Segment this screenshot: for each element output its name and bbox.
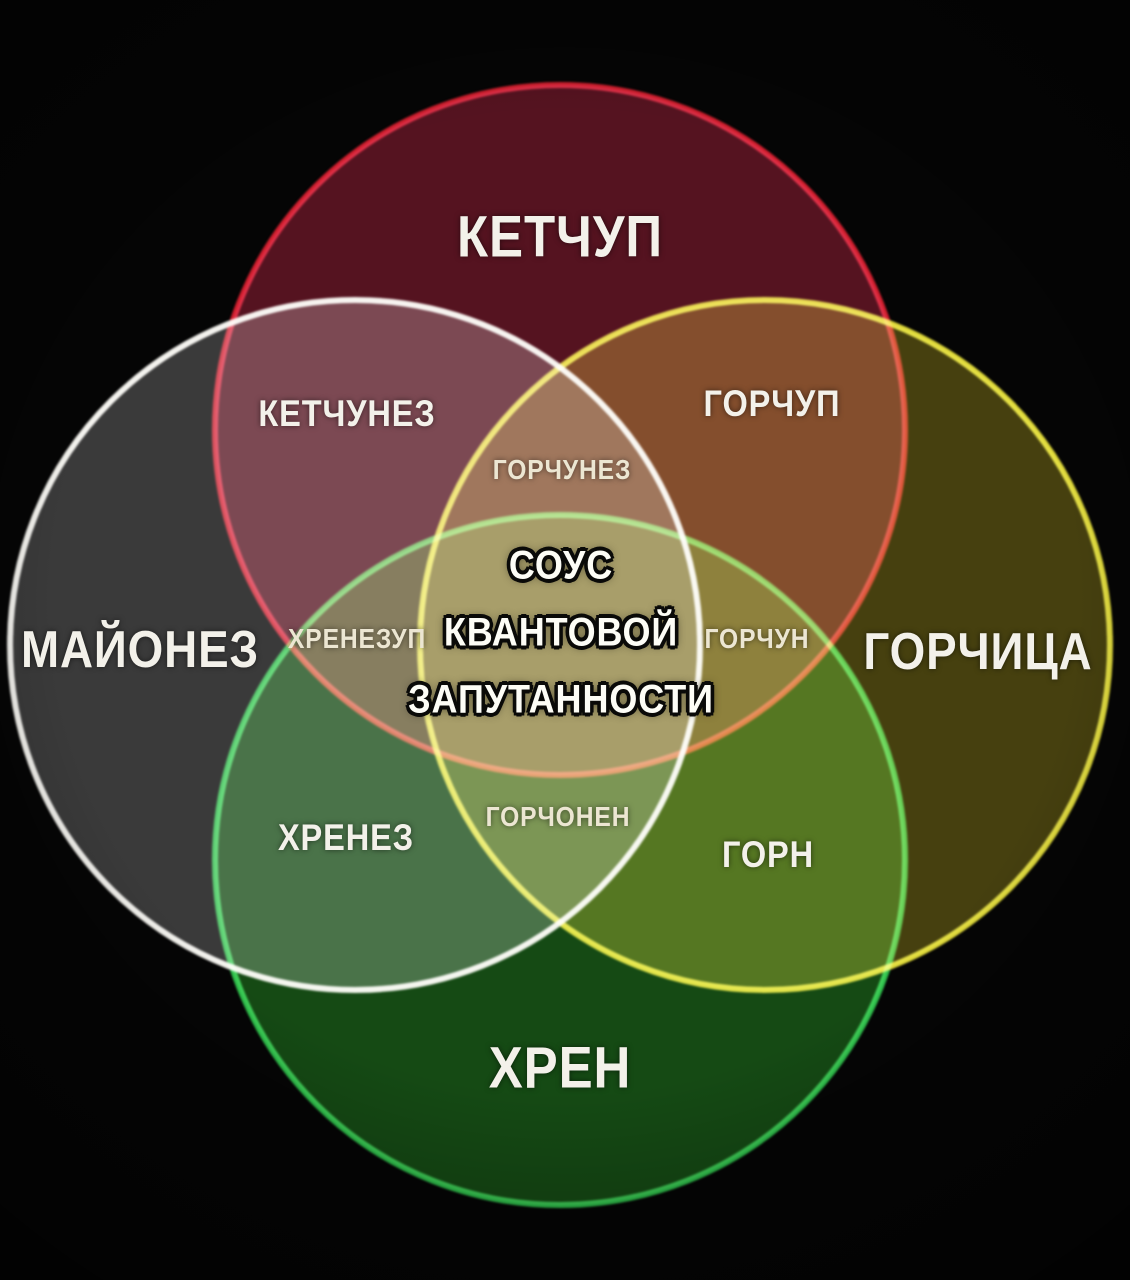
center-line-2: КВАНТОВОЙ	[443, 610, 679, 655]
khrenezup-label: ХРЕНЕЗУП	[287, 623, 427, 654]
gorchunez-label: ГОРЧУНЕЗ	[492, 454, 632, 485]
gorchup-label: ГОРЧУП	[703, 383, 841, 424]
center-line-1: СОУС	[508, 543, 614, 588]
horseradish-label: ХРЕН	[488, 1035, 632, 1101]
mustard-label: ГОРЧИЦА	[863, 623, 1093, 681]
gorchun-label: ГОРЧУН	[704, 623, 810, 654]
center-line-3: ЗАПУТАННОСТИ	[408, 677, 714, 722]
khrenez-label: ХРЕНЕЗ	[277, 817, 415, 858]
ketchunez-label: КЕТЧУНЕЗ	[258, 393, 436, 434]
quantum-entanglement-sauce-label: СОУС КВАНТОВОЙ ЗАПУТАННОСТИ	[408, 533, 714, 734]
ketchup-label: КЕТЧУП	[457, 204, 663, 270]
gorn-label: ГОРН	[721, 834, 815, 875]
gorchonen-label: ГОРЧОНЕН	[485, 801, 631, 832]
mayonnaise-label: МАЙОНЕЗ	[20, 621, 260, 679]
